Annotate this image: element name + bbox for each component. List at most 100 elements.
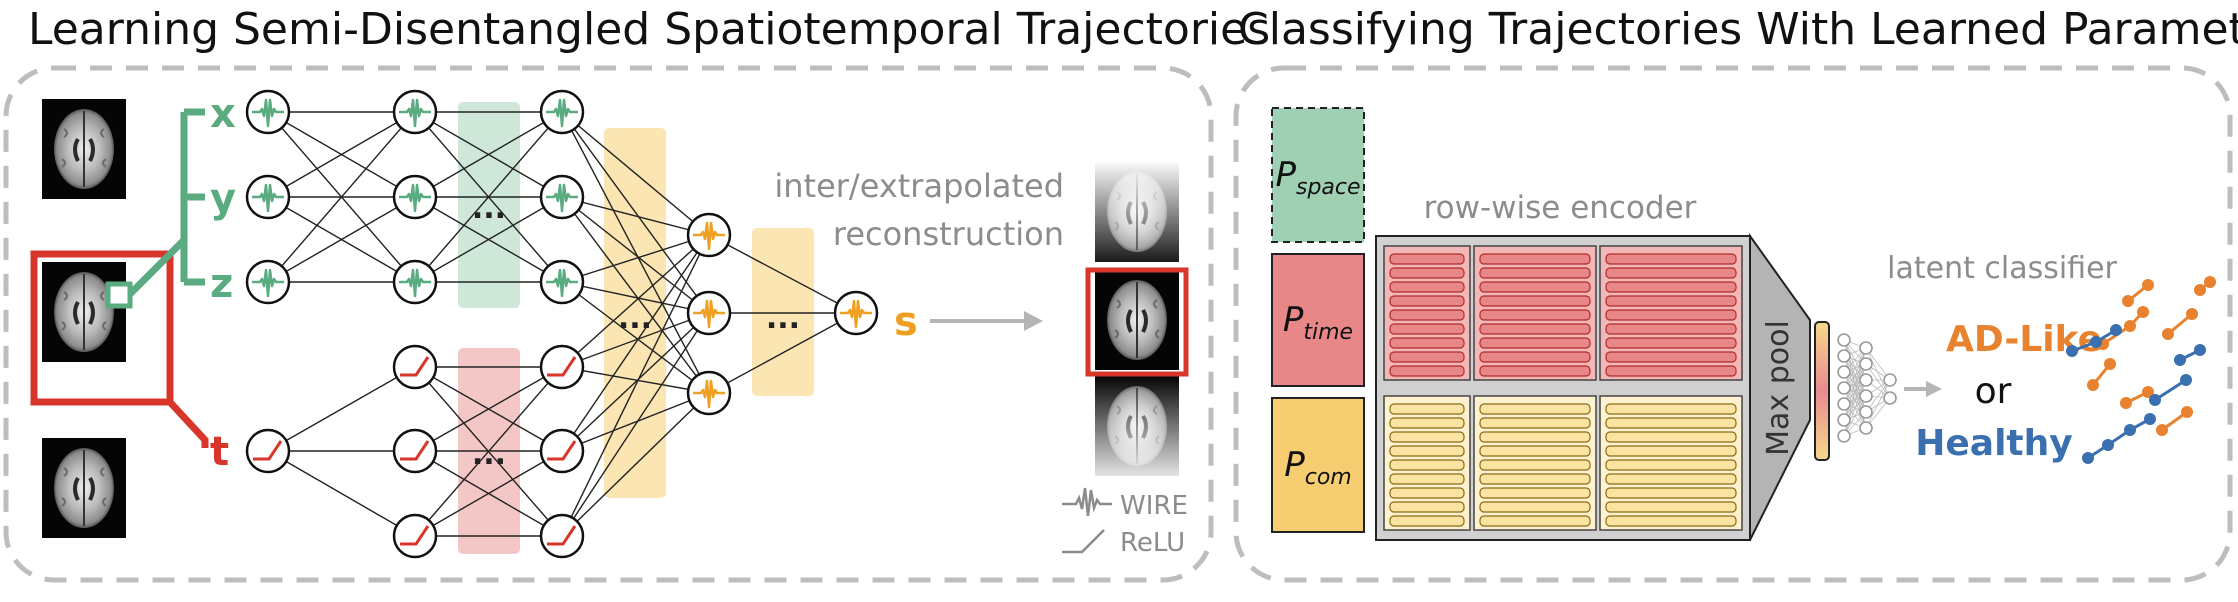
param-label-space: Pspace: [1275, 155, 1360, 200]
wire-hidden2-node-3: [539, 259, 585, 305]
encoder-row: [1479, 501, 1591, 513]
brain-slice-middle: [40, 260, 128, 364]
input-brain-slices: [30, 97, 174, 540]
encoder-row: [1479, 337, 1591, 349]
ad-trajectory-point: [2204, 276, 2216, 288]
encoder-row: [1479, 515, 1591, 527]
param-label-com: Pcom: [1284, 445, 1352, 490]
encoder-row: [1479, 487, 1591, 499]
encoder-row: [1479, 459, 1591, 471]
encoder-row: [1389, 253, 1465, 265]
ad-trajectory-point: [2142, 279, 2154, 291]
encoder-row: [1389, 487, 1465, 499]
encoder-row: [1389, 281, 1465, 293]
encoder-row: [1479, 281, 1591, 293]
wire-joint-node-2: [686, 290, 732, 336]
ad-trajectory-line-2: [2102, 310, 2145, 346]
class-healthy: Healthy: [1915, 423, 2072, 464]
class-or: or: [1975, 371, 2012, 412]
encoder-row: [1605, 431, 1737, 443]
encoder-row: [1389, 501, 1465, 513]
reconstructed-slice: [1093, 268, 1181, 372]
relu-input-node-1: [245, 428, 291, 474]
mlp-node-2-4: [1859, 389, 1873, 403]
mlp-node-2-3: [1859, 373, 1873, 387]
coord-label-z: z: [210, 261, 233, 307]
reconstructed-brain-stack: [1085, 160, 1189, 488]
relu-hidden2-node-1: [539, 344, 585, 390]
encoder-row: [1389, 337, 1465, 349]
param-label-time: Ptime: [1283, 300, 1353, 345]
relu-legend-icon: [1062, 529, 1105, 554]
left-panel-title: Learning Semi-Disentangled Spatiotempora…: [28, 4, 1271, 55]
classifier-arrow: [1904, 381, 1942, 397]
latent-classifier-mlp: [1837, 333, 1897, 443]
ad-trajectory-point: [2181, 406, 2193, 418]
mlp-node-1-3: [1837, 365, 1851, 379]
encoder-row: [1389, 267, 1465, 279]
encoder-row: [1605, 473, 1737, 485]
mlp-node-1-6: [1837, 413, 1851, 427]
encoder-row: [1389, 351, 1465, 363]
encoder-row: [1605, 295, 1737, 307]
encoder-row: [1389, 431, 1465, 443]
encoder-row: [1605, 323, 1737, 335]
healthy-trajectory-point: [2194, 344, 2206, 356]
output-label-s: s: [894, 299, 918, 345]
encoder-row: [1479, 403, 1591, 415]
relu-hidden1-node-3: [392, 513, 438, 559]
encoder-row: [1605, 253, 1737, 265]
ad-trajectory-point: [2120, 397, 2132, 409]
wire-output-node-1: [833, 290, 879, 336]
healthy-trajectory-line-2: [2087, 417, 2151, 460]
encoder-row: [1479, 267, 1591, 279]
class-ad-like: AD-Like: [1946, 319, 2102, 360]
ad-trajectory-point: [2137, 306, 2149, 318]
coord-label-t: t: [210, 429, 229, 475]
encoder-row: [1479, 417, 1591, 429]
wire-joint-node-1: [686, 212, 732, 258]
parameter-blocks: Pspace Ptime Pcom: [1271, 107, 1365, 533]
healthy-trajectory-point: [2110, 324, 2122, 336]
legend-relu-label: ReLU: [1120, 528, 1185, 558]
relu-hidden2-node-3: [539, 513, 585, 559]
healthy-trajectory-point: [2082, 452, 2094, 464]
encoder-row: [1605, 351, 1737, 363]
coord-label-y: y: [210, 176, 236, 222]
mlp-node-1-7: [1837, 429, 1851, 443]
wire-hidden1-node-3: [392, 259, 438, 305]
ad-trajectory-point: [2162, 328, 2174, 340]
brain-slice-bottom: [40, 436, 128, 540]
encoder-row: [1479, 473, 1591, 485]
wire-input-node-2: [245, 174, 291, 220]
encoder-row: [1479, 309, 1591, 321]
coord-label-x: x: [210, 91, 236, 137]
encoder-label: row-wise encoder: [1424, 190, 1697, 226]
encoder-row: [1389, 365, 1465, 377]
mlp-node-1-2: [1837, 349, 1851, 363]
output-ellipsis: ...: [766, 301, 800, 336]
encoder-row: [1605, 281, 1737, 293]
encoder-row: [1479, 253, 1591, 265]
ad-trajectory-point: [2156, 424, 2168, 436]
spatial-hidden-ellipsis-block: [458, 102, 520, 308]
selected-voxel-marker: [105, 281, 133, 309]
ad-trajectory-point: [2194, 284, 2206, 296]
reconstructed-slice-frame: [1085, 267, 1189, 377]
wire-joint-node-3: [686, 370, 732, 416]
right-panel-title: Classifying Trajectories With Learned Pa…: [1238, 4, 2238, 55]
mlp-node-2-1: [1859, 341, 1873, 355]
encoder-row: [1605, 267, 1737, 279]
wire-hidden2-node-2: [539, 174, 585, 220]
legend-wire-label: WIRE: [1120, 491, 1188, 521]
mlp-node-2-2: [1859, 357, 1873, 371]
mlp-node-1-1: [1837, 333, 1851, 347]
activation-legend: WIRE ReLU: [1062, 487, 1188, 558]
row-wise-encoder: Max pool: [1375, 232, 1811, 541]
mlp-node-1-4: [1837, 381, 1851, 395]
encoder-row: [1389, 515, 1465, 527]
ad-trajectory-point: [2087, 379, 2099, 391]
ad-trajectory-point: [2142, 386, 2154, 398]
encoder-row: [1389, 473, 1465, 485]
